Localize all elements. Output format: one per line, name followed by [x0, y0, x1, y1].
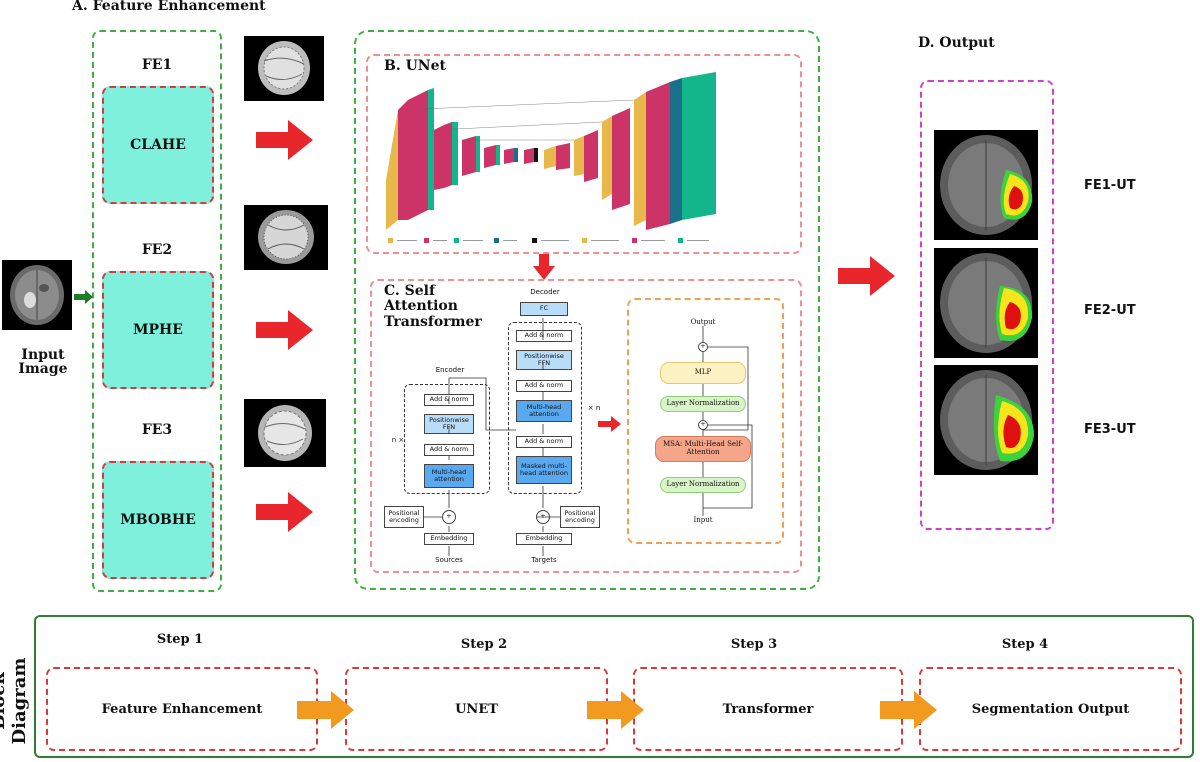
feature-enhancement-title: A. Feature Enhancement	[72, 0, 266, 14]
step-3-label: Transformer	[722, 701, 814, 717]
fe3-tag: FE3	[141, 422, 173, 438]
vit-output-label: Output	[690, 318, 716, 326]
input-brain-image	[2, 260, 72, 330]
decoder-positional-encoding: Positional encoding	[560, 506, 600, 528]
vit-block-panel	[627, 298, 784, 544]
targets-label: Targets	[531, 556, 557, 564]
input-image-label: Input Image	[18, 347, 68, 377]
transformer-title: C. Self Attention Transformer	[384, 283, 482, 330]
fe1-tag: FE1	[141, 57, 173, 73]
fe2-tag: FE2	[141, 242, 173, 258]
unet-transformer-panel	[354, 30, 820, 590]
decoder-repeat-label: × n	[587, 404, 601, 412]
fe1-ut-segmentation-image	[934, 130, 1038, 240]
step-1-title: Step 1	[156, 632, 204, 647]
unet-title: B. UNet	[384, 58, 446, 74]
step-1-to-2-arrow-icon	[297, 691, 354, 729]
vit-connectors	[702, 326, 753, 516]
input-arrow-icon	[74, 290, 93, 304]
decoder-label: Decoder	[530, 288, 560, 296]
transformer-panel	[370, 279, 802, 573]
fe3-ut-label: FE3-UT	[1084, 422, 1136, 437]
step-4-label: Segmentation Output	[971, 701, 1130, 717]
decoder-multi-head-attention: Multi-head attention	[516, 400, 572, 422]
feature-enhancement-panel	[92, 30, 222, 592]
vit-plus-bottom: +	[698, 420, 708, 430]
unet-legend	[388, 238, 709, 243]
encoder-multi-head-attention: Multi-head attention	[424, 464, 474, 488]
fe2-ut-segmentation-image	[934, 248, 1038, 358]
fe2-enhanced-image	[244, 205, 328, 270]
fe2-method: MPHE	[133, 322, 183, 338]
fe3-method: MBOBHE	[120, 512, 196, 528]
fe1-enhanced-image	[244, 36, 324, 101]
output-panel	[920, 80, 1054, 530]
fe3-arrow-icon	[256, 492, 313, 532]
step-1-box: Feature Enhancement	[46, 667, 318, 751]
vit-plus-top: +	[698, 342, 708, 352]
fe2-ut-label: FE2-UT	[1084, 303, 1136, 318]
decoder-add-norm-3: Add & norm	[516, 330, 572, 342]
step-2-box: UNET	[345, 667, 608, 751]
step-2-label: UNET	[455, 701, 498, 717]
step-4-box: Segmentation Output	[919, 667, 1182, 751]
step-4-title: Step 4	[1001, 637, 1049, 652]
vit-mlp: MLP	[660, 362, 746, 384]
fe3-mbobhe-box: MBOBHE	[102, 461, 214, 579]
step-2-title: Step 2	[460, 637, 508, 652]
step-3-title: Step 3	[730, 637, 778, 652]
decoder-add-norm-2: Add & norm	[516, 380, 572, 392]
step-3-to-4-arrow-icon	[880, 691, 937, 729]
sources-label: Sources	[435, 556, 463, 564]
fe2-arrow-icon	[256, 310, 313, 350]
step-2-to-3-arrow-icon	[587, 691, 644, 729]
fe2-mphe-box: MPHE	[102, 271, 214, 389]
fe1-method: CLAHE	[130, 137, 186, 153]
unet-architecture-diagram	[386, 72, 716, 230]
unet-panel	[366, 54, 802, 254]
vit-input-label: Input	[693, 516, 713, 524]
to-output-arrow-icon	[838, 256, 895, 296]
encoder-embedding: Embedding	[424, 533, 474, 545]
encoder-stack	[404, 384, 490, 494]
vit-layer-norm-top: Layer Normalization	[660, 396, 746, 412]
fe1-arrow-icon	[256, 120, 313, 160]
encoder-plus-node: +	[442, 510, 456, 524]
fe3-enhanced-image	[244, 399, 326, 467]
step-3-box: Transformer	[633, 667, 903, 751]
encoder-positional-encoding: Positional encoding	[384, 506, 424, 528]
fe1-clahe-box: CLAHE	[102, 86, 214, 204]
output-title: D. Output	[918, 35, 995, 51]
encoder-label: Encoder	[435, 366, 465, 374]
decoder-stack	[508, 322, 582, 494]
encoder-repeat-label: n ×	[391, 436, 405, 444]
transformer-to-vit-arrow-icon	[598, 416, 621, 432]
transformer-connectors	[424, 318, 560, 556]
block-diagram-title: Block Diagram	[0, 657, 30, 745]
decoder-embedding: Embedding	[516, 533, 572, 545]
encoder-add-norm-1: Add & norm	[424, 444, 474, 456]
vit-layer-norm-bottom: Layer Normalization	[660, 477, 746, 493]
fe1-ut-label: FE1-UT	[1084, 178, 1136, 193]
block-diagram-panel	[34, 615, 1194, 758]
fe3-ut-segmentation-image	[934, 365, 1038, 475]
step-1-label: Feature Enhancement	[101, 701, 263, 717]
decoder-ffn: Positionwise FFN	[516, 350, 572, 370]
decoder-masked-attention: Masked multi-head attention	[516, 456, 572, 484]
decoder-add-norm-1: Add & norm	[516, 436, 572, 448]
unet-to-transformer-arrow-icon	[533, 254, 555, 280]
fc-block: FC	[520, 302, 568, 316]
vit-msa: MSA: Multi-Head Self-Attention	[655, 436, 751, 462]
